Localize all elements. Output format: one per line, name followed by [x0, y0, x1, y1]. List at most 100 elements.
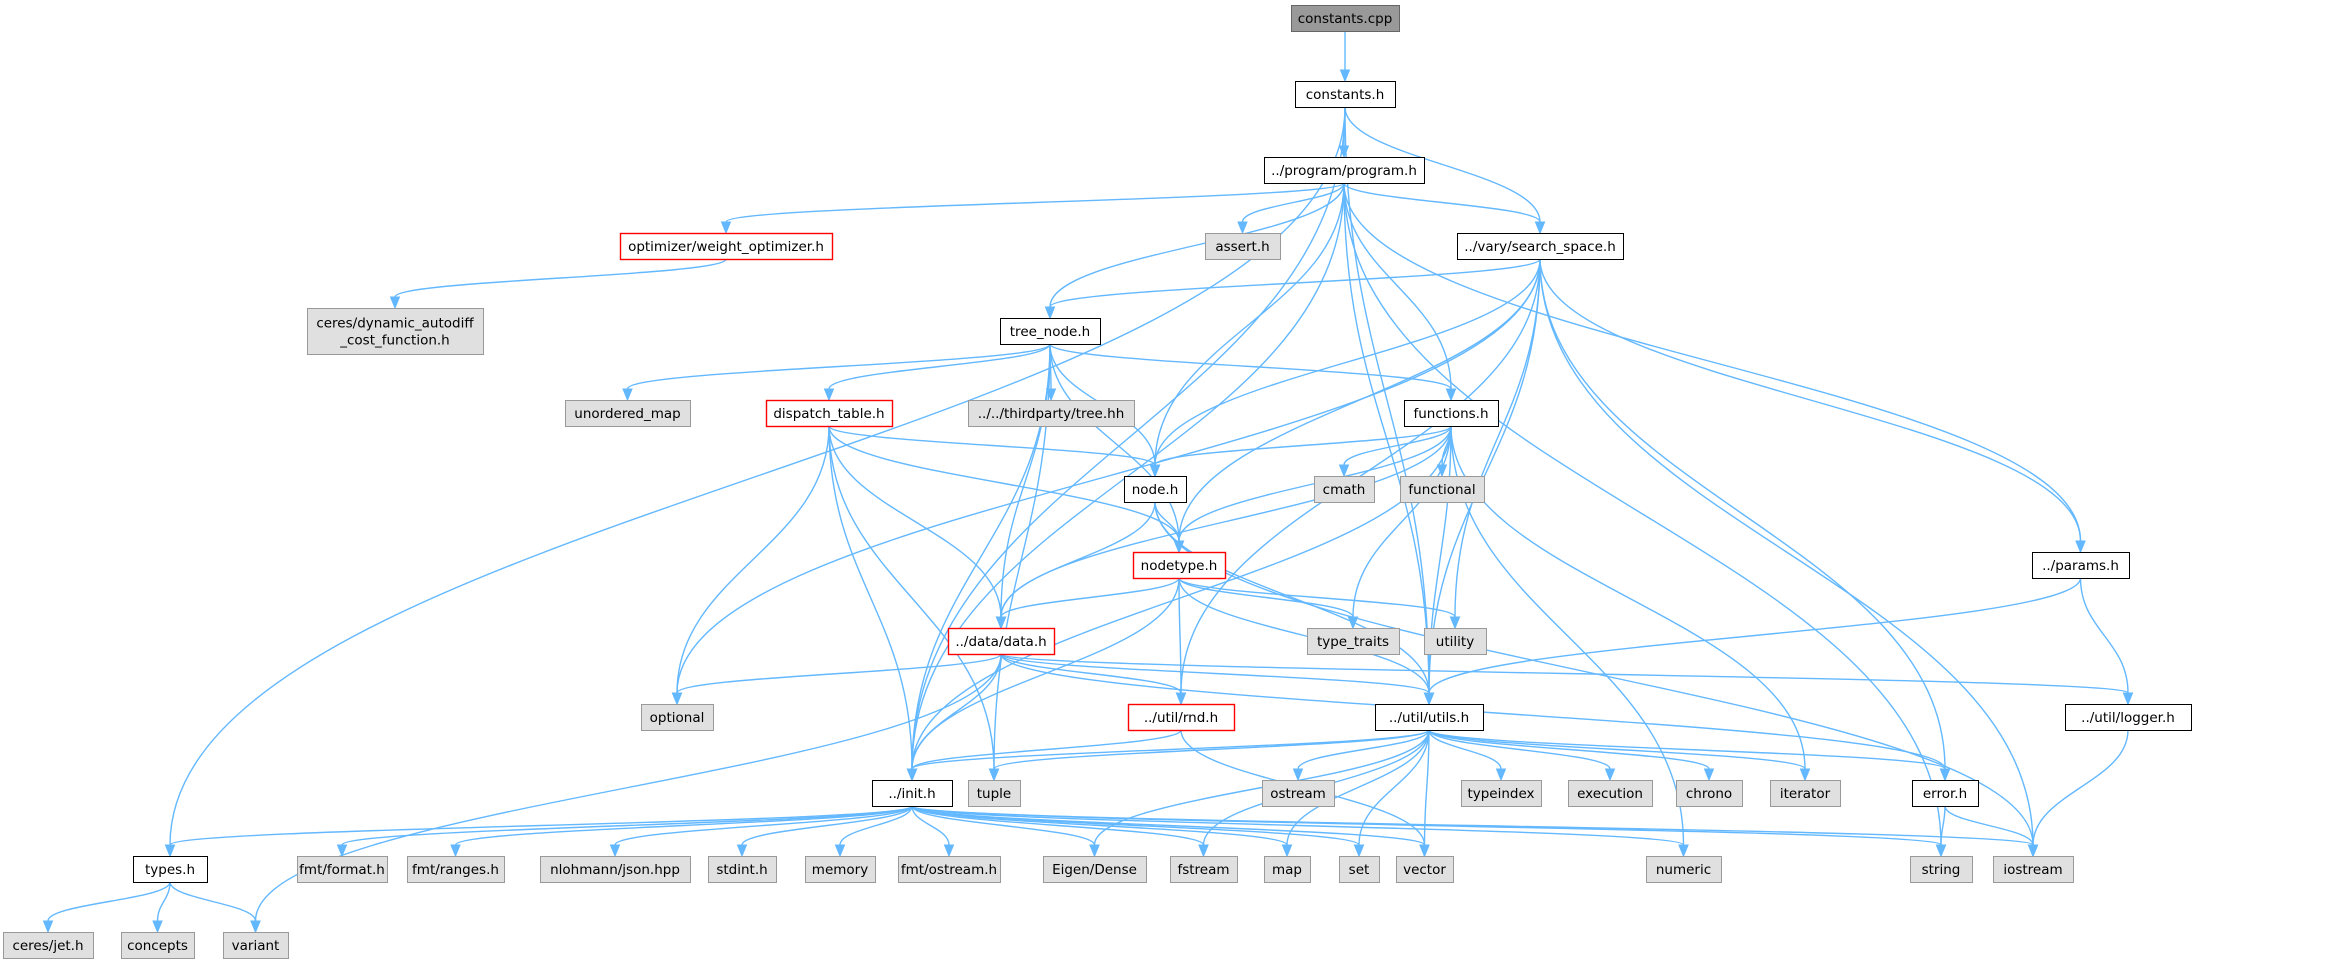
edge-program_h-to-weight_opt: [720, 182, 1345, 235]
node-label: assert.h: [1215, 239, 1269, 255]
node-box: [1457, 233, 1624, 260]
edge-arrowhead: [250, 920, 261, 934]
edge-arrowhead: [1678, 844, 1689, 858]
node-box: [1676, 780, 1743, 807]
edge-line: [828, 343, 1051, 390]
node-label: ../../thirdparty/tree.hh: [978, 406, 1125, 422]
node-box: [1170, 856, 1238, 883]
node-thirdparty-tree: ../../thirdparty/tree.hh: [968, 400, 1135, 427]
node-types-h[interactable]: types.h: [133, 856, 208, 883]
edge-line: [454, 805, 913, 846]
edge-init_h-to-stdint: [736, 805, 913, 858]
node-box: [1993, 856, 2074, 883]
node-constants-h[interactable]: constants.h: [1295, 81, 1396, 108]
edge-arrowhead: [906, 768, 918, 782]
edge-arrowhead: [1604, 768, 1616, 782]
node-label: node.h: [1132, 482, 1179, 498]
node-box: [407, 856, 505, 883]
node-label: stdint.h: [716, 862, 767, 878]
edge-line: [1049, 258, 1541, 308]
edge-arrowhead: [1939, 768, 1951, 782]
node-tree-node[interactable]: tree_node.h: [1000, 318, 1101, 345]
node-label: numeric: [1656, 862, 1711, 878]
edge-line: [1000, 653, 1430, 694]
edge-data_h-to-rnd_h: [1000, 653, 1187, 706]
edge-line: [614, 805, 913, 846]
edge-line: [1178, 577, 1354, 618]
edge-arrowhead: [1347, 616, 1359, 630]
edge-utils_h-to-chrono: [1428, 729, 1715, 782]
node-constants-cpp[interactable]: constants.cpp: [1291, 5, 1400, 32]
edge-init_h-to-fmt_ostream: [911, 805, 955, 858]
node-params-h[interactable]: ../params.h: [2032, 552, 2130, 579]
node-node-h[interactable]: node.h: [1124, 476, 1187, 503]
edge-line: [169, 805, 913, 846]
node-box: [223, 932, 289, 959]
edge-line: [1944, 805, 2034, 846]
node-error-h[interactable]: error.h: [1912, 780, 1979, 807]
edge-arrowhead: [988, 768, 1000, 782]
node-label: optional: [650, 710, 705, 726]
node-logger-h[interactable]: ../util/logger.h: [2065, 704, 2192, 731]
node-iterator: iterator: [1770, 780, 1841, 807]
node-box: [1205, 233, 1281, 260]
edge-program_h-to-string: [1343, 182, 1947, 858]
edge-arrowhead: [736, 844, 748, 858]
node-iostream: iostream: [1993, 856, 2074, 883]
edge-line: [1154, 501, 1430, 694]
node-box: [1291, 5, 1400, 32]
node-label: string: [1922, 862, 1961, 878]
node-optional: optional: [641, 704, 714, 731]
edge-line: [1450, 425, 1806, 770]
node-rnd-h[interactable]: ../util/rnd.h: [1127, 703, 1236, 732]
edge-init_h-to-fstream: [911, 805, 1209, 858]
node-nodetype[interactable]: nodetype.h: [1132, 551, 1227, 580]
edge-utils_h-to-iterator: [1428, 729, 1811, 782]
edge-line: [839, 805, 913, 846]
node-label: tuple: [977, 786, 1011, 802]
edge-program_h-to-functions_h: [1343, 182, 1457, 402]
node-box: [898, 856, 1001, 883]
node-weight-opt[interactable]: optimizer/weight_optimizer.h: [619, 232, 834, 261]
node-box: [1262, 780, 1335, 807]
node-ceres-dyn: ceres/dynamic_autodiff_cost_function.h: [307, 308, 484, 355]
node-box: [2032, 552, 2130, 579]
node-label: iterator: [1780, 786, 1831, 802]
edge-utils_h-to-execution: [1428, 729, 1616, 782]
node-data-h[interactable]: ../data/data.h: [947, 627, 1056, 656]
node-box: [1264, 157, 1425, 184]
node-box: [765, 399, 894, 428]
edge-line: [1154, 425, 1452, 466]
edge-functions_h-to-data_h: [995, 425, 1452, 630]
edge-constants_h-to-init_h: [906, 106, 1346, 782]
node-init-h[interactable]: ../init.h: [872, 780, 953, 807]
edge-line: [993, 729, 1430, 770]
node-label: dispatch_table.h: [773, 406, 884, 422]
node-dispatch[interactable]: dispatch_table.h: [765, 399, 894, 428]
edge-init_h-to-vector: [911, 805, 1430, 858]
edge-line: [828, 425, 1180, 542]
edge-constants_cpp-to-constants_h: [1339, 30, 1351, 83]
node-program-h[interactable]: ../program/program.h: [1264, 157, 1425, 184]
node-label: ../util/logger.h: [2081, 710, 2175, 726]
node-label: constants.cpp: [1298, 11, 1393, 27]
edge-arrowhead: [1292, 768, 1304, 782]
node-box: [641, 704, 714, 731]
node-label: ceres/jet.h: [12, 938, 83, 954]
node-box: [1461, 780, 1542, 807]
node-search-space[interactable]: ../vary/search_space.h: [1457, 233, 1624, 260]
edge-line: [1154, 258, 1541, 466]
edge-arrowhead: [1338, 464, 1350, 478]
node-label: utility: [1436, 634, 1474, 650]
edge-search_space-to-params_h: [1539, 258, 2086, 554]
node-label: ../util/utils.h: [1389, 710, 1469, 726]
edge-arrowhead: [164, 844, 176, 858]
edge-line: [1000, 501, 1156, 618]
edge-arrowhead: [1198, 844, 1209, 858]
edge-arrowhead: [1495, 768, 1507, 782]
node-box: [1375, 704, 1484, 731]
node-functions-h[interactable]: functions.h: [1404, 400, 1499, 427]
node-utils-h[interactable]: ../util/utils.h: [1375, 704, 1484, 731]
node-box: [1396, 856, 1454, 883]
edge-line: [911, 653, 1002, 770]
